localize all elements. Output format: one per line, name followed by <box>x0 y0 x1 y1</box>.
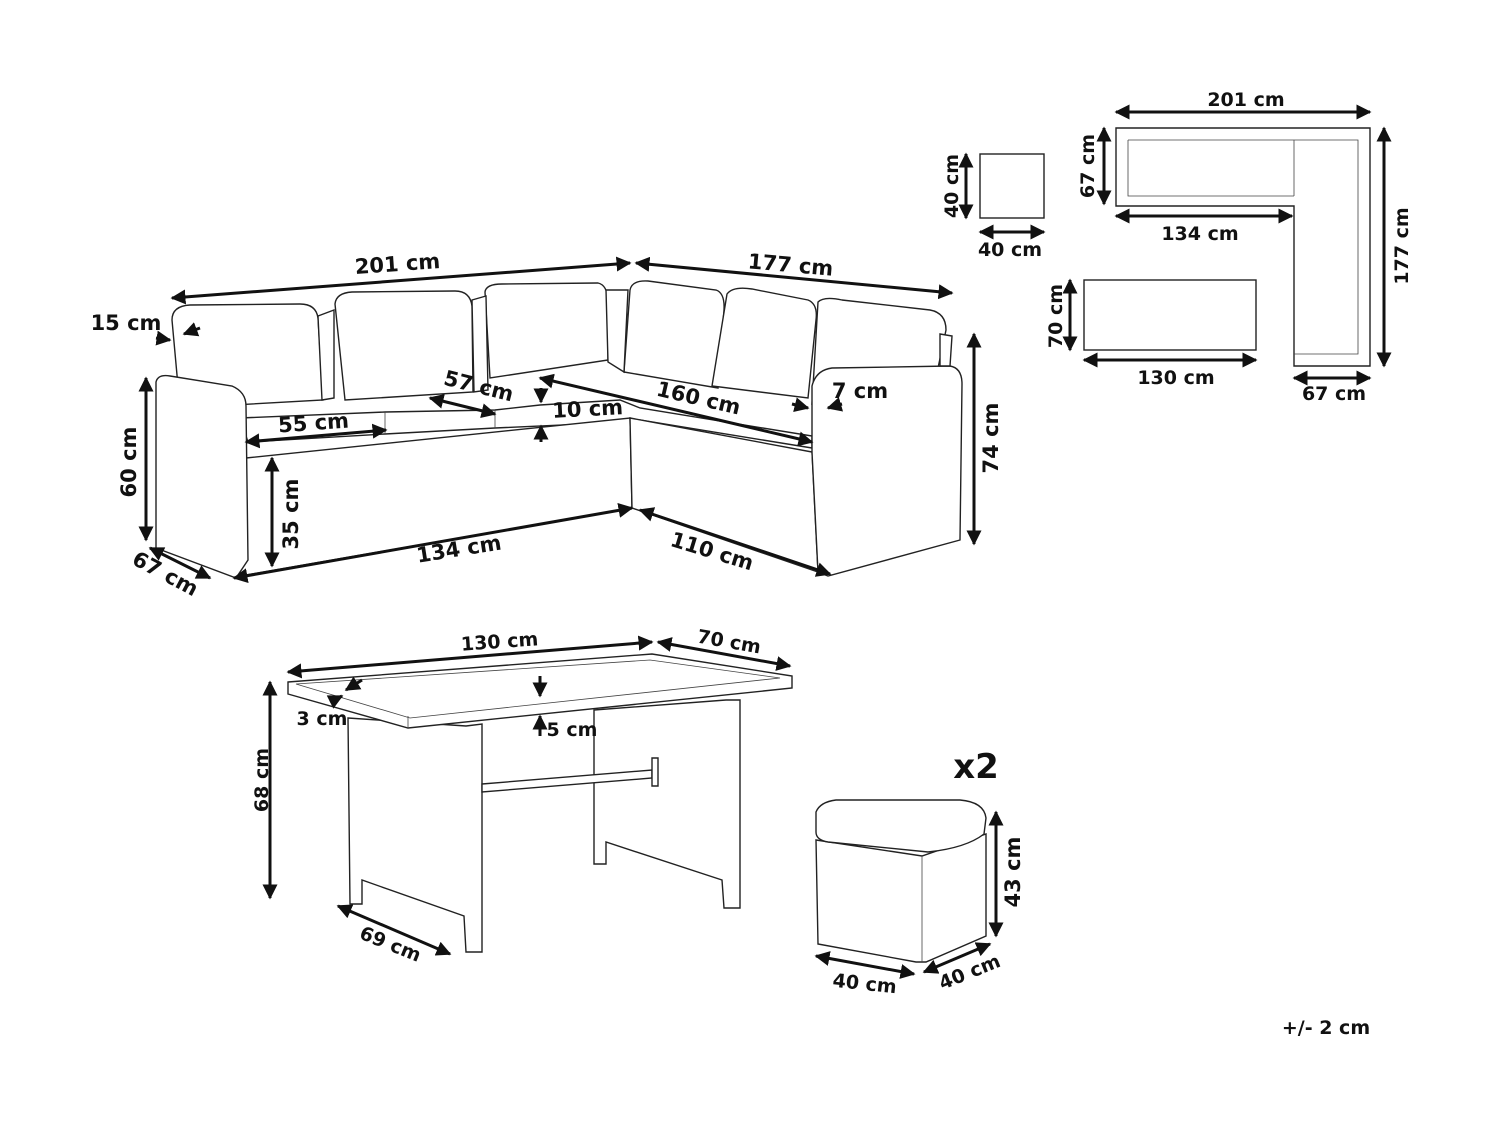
label-plan-sofa-side-depth: 67 cm <box>1302 383 1366 405</box>
dining-table-drawing <box>287 653 793 953</box>
label-plan-sofa-side: 177 cm <box>1391 207 1413 284</box>
label-cushion-height: 10 cm <box>552 395 624 423</box>
sofa-right-arm <box>811 365 963 577</box>
label-plan-table-depth: 70 cm <box>1045 284 1067 348</box>
label-plan-sofa-inner: 134 cm <box>1161 223 1238 245</box>
sofa-left-arm <box>155 374 249 579</box>
corner-sofa-drawing <box>155 280 963 579</box>
label-back-cushion: 15 cm <box>91 311 162 335</box>
label-sofa-width: 201 cm <box>354 249 441 279</box>
label-stool-height: 43 cm <box>1001 837 1025 908</box>
label-table-top-thickness: 5 cm <box>547 719 598 741</box>
table-right-leg <box>593 699 741 909</box>
label-stool-quantity: x2 <box>953 747 999 787</box>
label-arm-width: 7 cm <box>832 379 888 403</box>
table-left-leg <box>347 717 483 953</box>
back-cushion-5 <box>711 287 818 399</box>
label-plan-sofa-width: 201 cm <box>1207 89 1284 111</box>
label-seat-cushion-width: 55 cm <box>277 409 349 438</box>
label-plan-table-width: 130 cm <box>1137 367 1214 389</box>
label-total-height: 74 cm <box>979 403 1003 474</box>
stool-base <box>815 833 987 963</box>
label-stool-width: 40 cm <box>832 970 898 999</box>
label-arm-height: 60 cm <box>117 427 141 498</box>
label-stool-depth: 40 cm <box>936 950 1004 994</box>
plan-view-stool <box>958 152 1046 240</box>
label-table-edge: 3 cm <box>297 708 348 730</box>
back-cushion-4 <box>623 280 725 389</box>
sofa-dimension-lines <box>138 256 982 584</box>
back-cushion-3 <box>484 282 609 379</box>
label-table-length: 130 cm <box>460 628 539 655</box>
stool-drawing <box>815 799 987 963</box>
tolerance-note: +/- 2 cm <box>1282 1017 1370 1039</box>
plan-view-table <box>1062 278 1258 368</box>
stool-dimension-lines <box>814 810 1004 979</box>
label-seat-height: 35 cm <box>279 479 303 550</box>
label-plan-stool-width: 40 cm <box>978 239 1042 261</box>
stool-cushion <box>815 799 987 853</box>
label-table-height: 68 cm <box>251 748 273 812</box>
table-dimension-lines <box>262 635 792 956</box>
plan-view-sofa <box>1096 104 1392 386</box>
label-plan-stool-height: 40 cm <box>941 154 963 218</box>
label-plan-sofa-depth: 67 cm <box>1077 134 1099 198</box>
